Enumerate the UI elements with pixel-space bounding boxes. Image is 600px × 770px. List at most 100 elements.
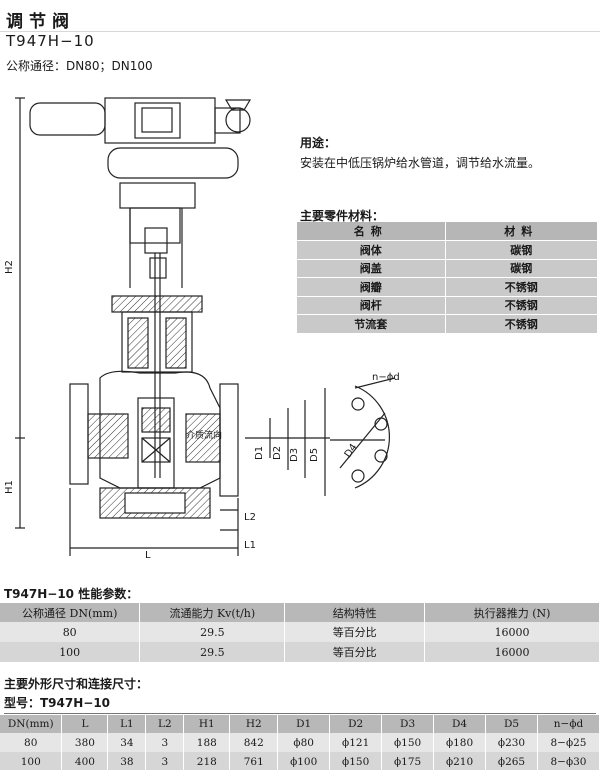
dim-cell: ϕ265 xyxy=(485,752,538,770)
part-material: 碳钢 xyxy=(445,240,597,260)
label-d4: D4 xyxy=(343,442,360,460)
dim-header: D2 xyxy=(329,715,383,733)
dim-cell: ϕ180 xyxy=(433,733,487,752)
label-h1: H1 xyxy=(4,480,15,494)
dim-header: n−ϕd xyxy=(537,715,600,733)
dim-cell: 100 xyxy=(0,752,63,770)
dimensions-model: 型号：T947H−10 xyxy=(4,694,596,714)
performance-header-row: 公称通径 DN(mm) 流通能力 Kv(t/h) 结构特性 执行器推力 (N) xyxy=(0,603,600,622)
table-row: 阀杆不锈钢 xyxy=(297,296,597,315)
perf-header-thrust: 执行器推力 (N) xyxy=(424,603,600,622)
part-material: 不锈钢 xyxy=(445,296,597,315)
dim-header: L1 xyxy=(107,715,147,733)
dim-header: L xyxy=(61,715,109,733)
perf-cell: 29.5 xyxy=(139,622,286,642)
dim-cell: 188 xyxy=(183,733,231,752)
flange-bolt-circle xyxy=(354,385,391,489)
part-material: 不锈钢 xyxy=(445,277,597,297)
table-row: 100 400 38 3 218 761 ϕ100 ϕ150 ϕ175 ϕ210… xyxy=(0,752,600,770)
perf-cell: 100 xyxy=(0,642,141,662)
perf-header-dn: 公称通径 DN(mm) xyxy=(0,603,141,622)
table-row: 阀体碳钢 xyxy=(297,240,597,260)
valve-drawing: H2 H1 L L1 L2 D1 D2 D3 D5 D4 n−ϕd 介质流向 xyxy=(4,97,400,561)
dim-cell: 8−ϕ30 xyxy=(537,752,600,770)
label-l2: L2 xyxy=(244,512,256,523)
part-name: 阀盖 xyxy=(297,259,446,278)
label-d2: D2 xyxy=(272,446,283,460)
part-material: 碳钢 xyxy=(445,259,597,278)
label-l1: L1 xyxy=(244,540,256,551)
label-l: L xyxy=(145,550,151,561)
label-d1: D1 xyxy=(254,446,265,460)
nominal-diameter: 公称通径：DN80；DN100 xyxy=(6,59,153,73)
usage-title: 用途： xyxy=(300,136,337,150)
parts-header-name: 名称 xyxy=(297,222,446,241)
performance-table: 公称通径 DN(mm) 流通能力 Kv(t/h) 结构特性 执行器推力 (N) … xyxy=(0,603,600,662)
dim-cell: 3 xyxy=(145,752,185,770)
dim-cell: 761 xyxy=(229,752,279,770)
dim-header: D3 xyxy=(381,715,435,733)
dim-header: D4 xyxy=(433,715,487,733)
label-flow: 介质流向 xyxy=(186,429,222,441)
part-name: 阀瓣 xyxy=(297,277,446,297)
page-title: 调节阀 xyxy=(6,12,75,32)
parts-header-material: 材料 xyxy=(445,222,597,241)
performance-title: T947H−10 性能参数： xyxy=(4,587,139,601)
part-name: 阀杆 xyxy=(297,296,446,315)
dim-cell: 380 xyxy=(61,733,109,752)
dim-header: DN(mm) xyxy=(0,715,63,733)
dim-header: D5 xyxy=(485,715,538,733)
perf-cell: 等百分比 xyxy=(284,622,426,642)
perf-cell: 80 xyxy=(0,622,141,642)
parts-header-row: 名称 材料 xyxy=(297,222,597,241)
model-number: T947H−10 xyxy=(6,32,95,50)
dim-cell: 34 xyxy=(107,733,147,752)
perf-header-characteristic: 结构特性 xyxy=(284,603,426,622)
dim-cell: 80 xyxy=(0,733,63,752)
actuator-motor xyxy=(29,102,106,136)
dim-cell: ϕ230 xyxy=(485,733,538,752)
dim-cell: ϕ175 xyxy=(381,752,435,770)
perf-cell: 等百分比 xyxy=(284,642,426,662)
dim-cell: ϕ80 xyxy=(277,733,331,752)
perf-cell: 29.5 xyxy=(139,642,286,662)
part-material: 不锈钢 xyxy=(445,314,597,334)
dim-cell: 400 xyxy=(61,752,109,770)
part-name: 阀体 xyxy=(297,240,446,260)
label-n-phi-d: n−ϕd xyxy=(372,372,400,383)
dim-cell: 38 xyxy=(107,752,147,770)
dim-cell: ϕ150 xyxy=(381,733,435,752)
table-row: 阀盖碳钢 xyxy=(297,259,597,278)
table-row: 80 380 34 3 188 842 ϕ80 ϕ121 ϕ150 ϕ180 ϕ… xyxy=(0,733,600,752)
dim-cell: ϕ210 xyxy=(433,752,487,770)
label-d5: D5 xyxy=(309,448,320,462)
handwheel xyxy=(225,107,251,133)
dimensions-title: 主要外形尺寸和连接尺寸： xyxy=(4,677,149,691)
dim-cell: ϕ121 xyxy=(329,733,383,752)
dimensions-table: DN(mm) L L1 L2 H1 H2 D1 D2 D3 D4 D5 n−ϕd… xyxy=(0,715,600,770)
table-row: 100 29.5 等百分比 16000 xyxy=(0,642,600,662)
perf-header-kv: 流通能力 Kv(t/h) xyxy=(139,603,286,622)
dim-cell: 8−ϕ25 xyxy=(537,733,600,752)
label-h2: H2 xyxy=(4,260,15,274)
table-row: 阀瓣不锈钢 xyxy=(297,277,597,297)
dim-cell: 842 xyxy=(229,733,279,752)
label-d3: D3 xyxy=(289,448,300,462)
actuator-body xyxy=(104,97,216,144)
dim-cell: ϕ100 xyxy=(277,752,331,770)
dim-header: H1 xyxy=(183,715,231,733)
dim-cell: ϕ150 xyxy=(329,752,383,770)
dim-cell: 218 xyxy=(183,752,231,770)
dimensions-header-row: DN(mm) L L1 L2 H1 H2 D1 D2 D3 D4 D5 n−ϕd xyxy=(0,715,600,733)
perf-cell: 16000 xyxy=(424,642,600,662)
table-row: 80 29.5 等百分比 16000 xyxy=(0,622,600,642)
dim-header: H2 xyxy=(229,715,279,733)
parts-table: 名称 材料 阀体碳钢 阀盖碳钢 阀瓣不锈钢 阀杆不锈钢 节流套不锈钢 xyxy=(297,222,597,334)
dim-cell: 3 xyxy=(145,733,185,752)
table-row: 节流套不锈钢 xyxy=(297,314,597,334)
parts-title: 主要零件材料： xyxy=(300,209,385,223)
perf-cell: 16000 xyxy=(424,622,600,642)
title-bar: 调节阀 xyxy=(0,6,600,32)
part-name: 节流套 xyxy=(297,314,446,334)
dim-header: D1 xyxy=(277,715,331,733)
